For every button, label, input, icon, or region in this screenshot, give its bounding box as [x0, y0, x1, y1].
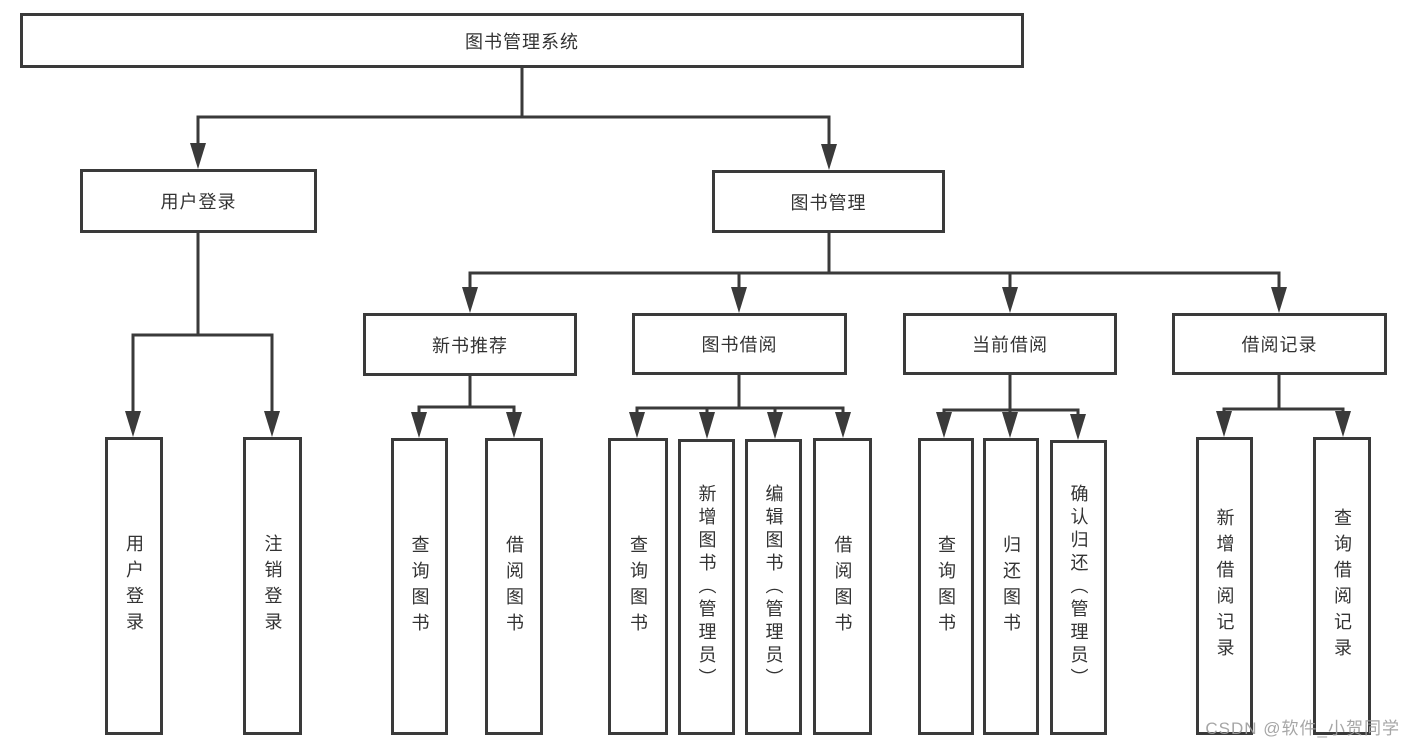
arrowhead [821, 144, 837, 170]
node-book-mgmt: 图书管理 [712, 170, 945, 233]
node-borrow-records: 借阅记录 [1172, 313, 1387, 375]
arrowhead [936, 412, 952, 438]
connector-root [196, 68, 831, 147]
leaf-label: 编辑图书（管理员） [763, 483, 784, 691]
node-bb-edit-books: 编辑图书（管理员） [745, 439, 802, 735]
node-br-add-record: 新增借阅记录 [1196, 437, 1253, 735]
connector-book-borrow [635, 375, 845, 416]
leaf-label: 确认归还（管理员） [1068, 484, 1089, 691]
arrowhead [1002, 412, 1018, 438]
arrowhead [1335, 411, 1351, 437]
arrowhead [506, 412, 522, 438]
leaf-label: 借阅图书 [832, 534, 853, 639]
node-cb-query-books: 查询图书 [918, 438, 974, 735]
csdn-watermark: CSDN @软件_小贺同学 [1205, 719, 1400, 738]
node-bb-borrow-books: 借阅图书 [813, 438, 872, 735]
node-user-login: 用户登录 [80, 169, 317, 233]
arrowhead [462, 287, 478, 313]
node-bb-add-books: 新增图书（管理员） [678, 439, 735, 735]
leaf-label: 新增借阅记录 [1214, 508, 1235, 664]
leaf-label: 注销登录 [262, 534, 283, 638]
leaf-label: 查询图书 [936, 534, 956, 639]
arrowhead [1216, 411, 1232, 437]
node-root: 图书管理系统 [20, 13, 1024, 68]
connector-new-book-rec [417, 376, 516, 416]
arrowhead [699, 412, 715, 439]
leaf-label: 用户登录 [124, 534, 144, 638]
arrowhead [264, 411, 280, 437]
node-leaf-logout: 注销登录 [243, 437, 302, 735]
node-current-borrow: 当前借阅 [903, 313, 1117, 375]
node-br-query-record: 查询借阅记录 [1313, 437, 1371, 735]
arrowhead [1271, 287, 1287, 313]
node-cb-confirm-return: 确认归还（管理员） [1050, 440, 1107, 735]
arrowhead [767, 412, 783, 439]
arrowhead [1070, 414, 1086, 440]
node-cb-return-books: 归还图书 [983, 438, 1039, 735]
leaf-label: 新增图书（管理员） [696, 483, 717, 691]
arrowhead [835, 412, 851, 438]
node-leaf-user-login: 用户登录 [105, 437, 163, 735]
arrowhead [629, 412, 645, 438]
leaf-label: 查询借阅记录 [1332, 508, 1352, 664]
node-new-book-rec: 新书推荐 [363, 313, 577, 376]
arrowhead [411, 412, 427, 438]
node-book-borrow: 图书借阅 [632, 313, 847, 375]
leaf-label: 查询图书 [628, 534, 648, 639]
connector-book-mgmt [468, 233, 1281, 290]
connector-current-borrow [942, 375, 1080, 416]
leaf-label: 归还图书 [1001, 534, 1021, 639]
node-bb-query-books: 查询图书 [608, 438, 668, 735]
arrowhead [1002, 287, 1018, 313]
arrowhead [125, 411, 141, 437]
connector-borrow-records [1222, 375, 1345, 415]
node-nbr-query-books: 查询图书 [391, 438, 448, 735]
leaf-label: 查询图书 [409, 534, 430, 639]
leaf-label: 借阅图书 [504, 534, 524, 639]
connector-user-login [131, 233, 274, 414]
arrowhead [731, 287, 747, 313]
arrowhead [190, 143, 206, 169]
node-nbr-borrow-books: 借阅图书 [485, 438, 543, 735]
